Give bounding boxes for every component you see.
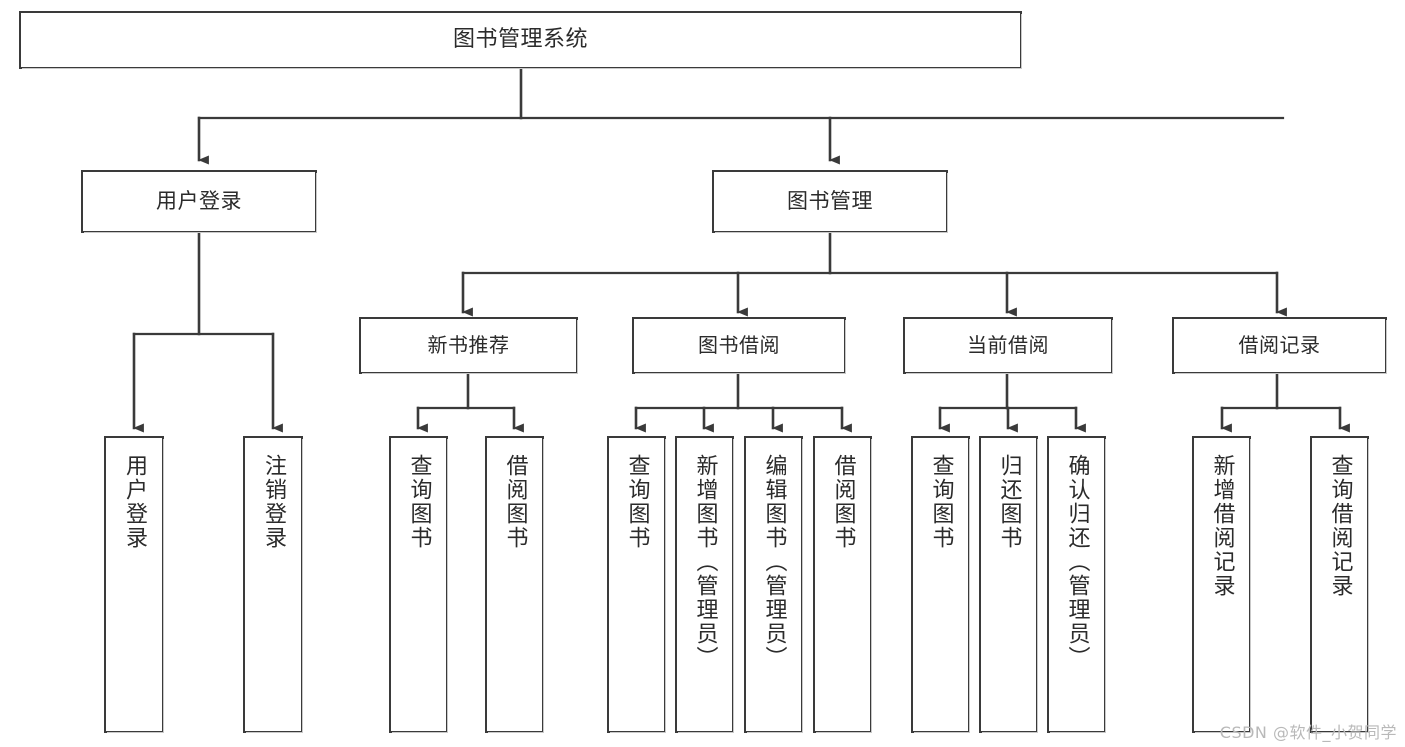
leaf-query-book-2[interactable]: 查询图书 [607,436,666,733]
leaf-confirm-return[interactable]: 确认归还（管理员） [1047,436,1106,733]
leaf-add-record[interactable]: 新增借阅记录 [1192,436,1251,733]
node-label: 查询图书 [406,454,432,550]
node-new-book-rec[interactable]: 新书推荐 [359,317,578,374]
leaf-edit-book[interactable]: 编辑图书（管理员） [744,436,803,733]
node-label: 用户登录 [156,189,242,214]
node-current-borrow[interactable]: 当前借阅 [903,317,1113,374]
node-label: 新增借阅记录 [1209,454,1235,598]
node-label: 新增图书（管理员） [692,454,718,670]
node-book-manage[interactable]: 图书管理 [712,170,948,233]
node-root-system[interactable]: 图书管理系统 [19,11,1022,69]
leaf-add-book[interactable]: 新增图书（管理员） [675,436,734,733]
node-label: 图书管理 [787,189,873,214]
node-label: 图书管理系统 [452,27,588,53]
node-label: 归还图书 [996,454,1022,550]
node-label: 当前借阅 [967,333,1049,357]
leaf-borrow-book-2[interactable]: 借阅图书 [813,436,872,733]
leaf-query-book-1[interactable]: 查询图书 [389,436,448,733]
node-label: 借阅图书 [830,454,856,550]
node-label: 查询图书 [928,454,954,550]
csdn-watermark: CSDN @软件_小贺同学 [1219,723,1397,742]
leaf-query-record[interactable]: 查询借阅记录 [1310,436,1369,733]
node-label: 查询图书 [624,454,650,550]
node-label: 编辑图书（管理员） [761,454,787,670]
node-book-borrow[interactable]: 图书借阅 [632,317,846,374]
node-label: 查询借阅记录 [1327,454,1353,598]
leaf-borrow-book-1[interactable]: 借阅图书 [485,436,544,733]
node-label: 确认归还（管理员） [1064,454,1090,670]
leaf-user-login[interactable]: 用户登录 [104,436,164,733]
node-label: 注销登录 [260,454,286,550]
node-label: 图书借阅 [698,333,780,357]
leaf-return-book[interactable]: 归还图书 [979,436,1038,733]
leaf-query-book-3[interactable]: 查询图书 [911,436,970,733]
node-label: 新书推荐 [427,333,510,357]
node-user-login[interactable]: 用户登录 [81,170,317,233]
node-label: 借阅图书 [502,454,528,550]
node-label: 用户登录 [121,454,147,550]
leaf-user-logout[interactable]: 注销登录 [243,436,303,733]
node-borrow-record[interactable]: 借阅记录 [1172,317,1387,374]
node-label: 借阅记录 [1238,333,1321,357]
